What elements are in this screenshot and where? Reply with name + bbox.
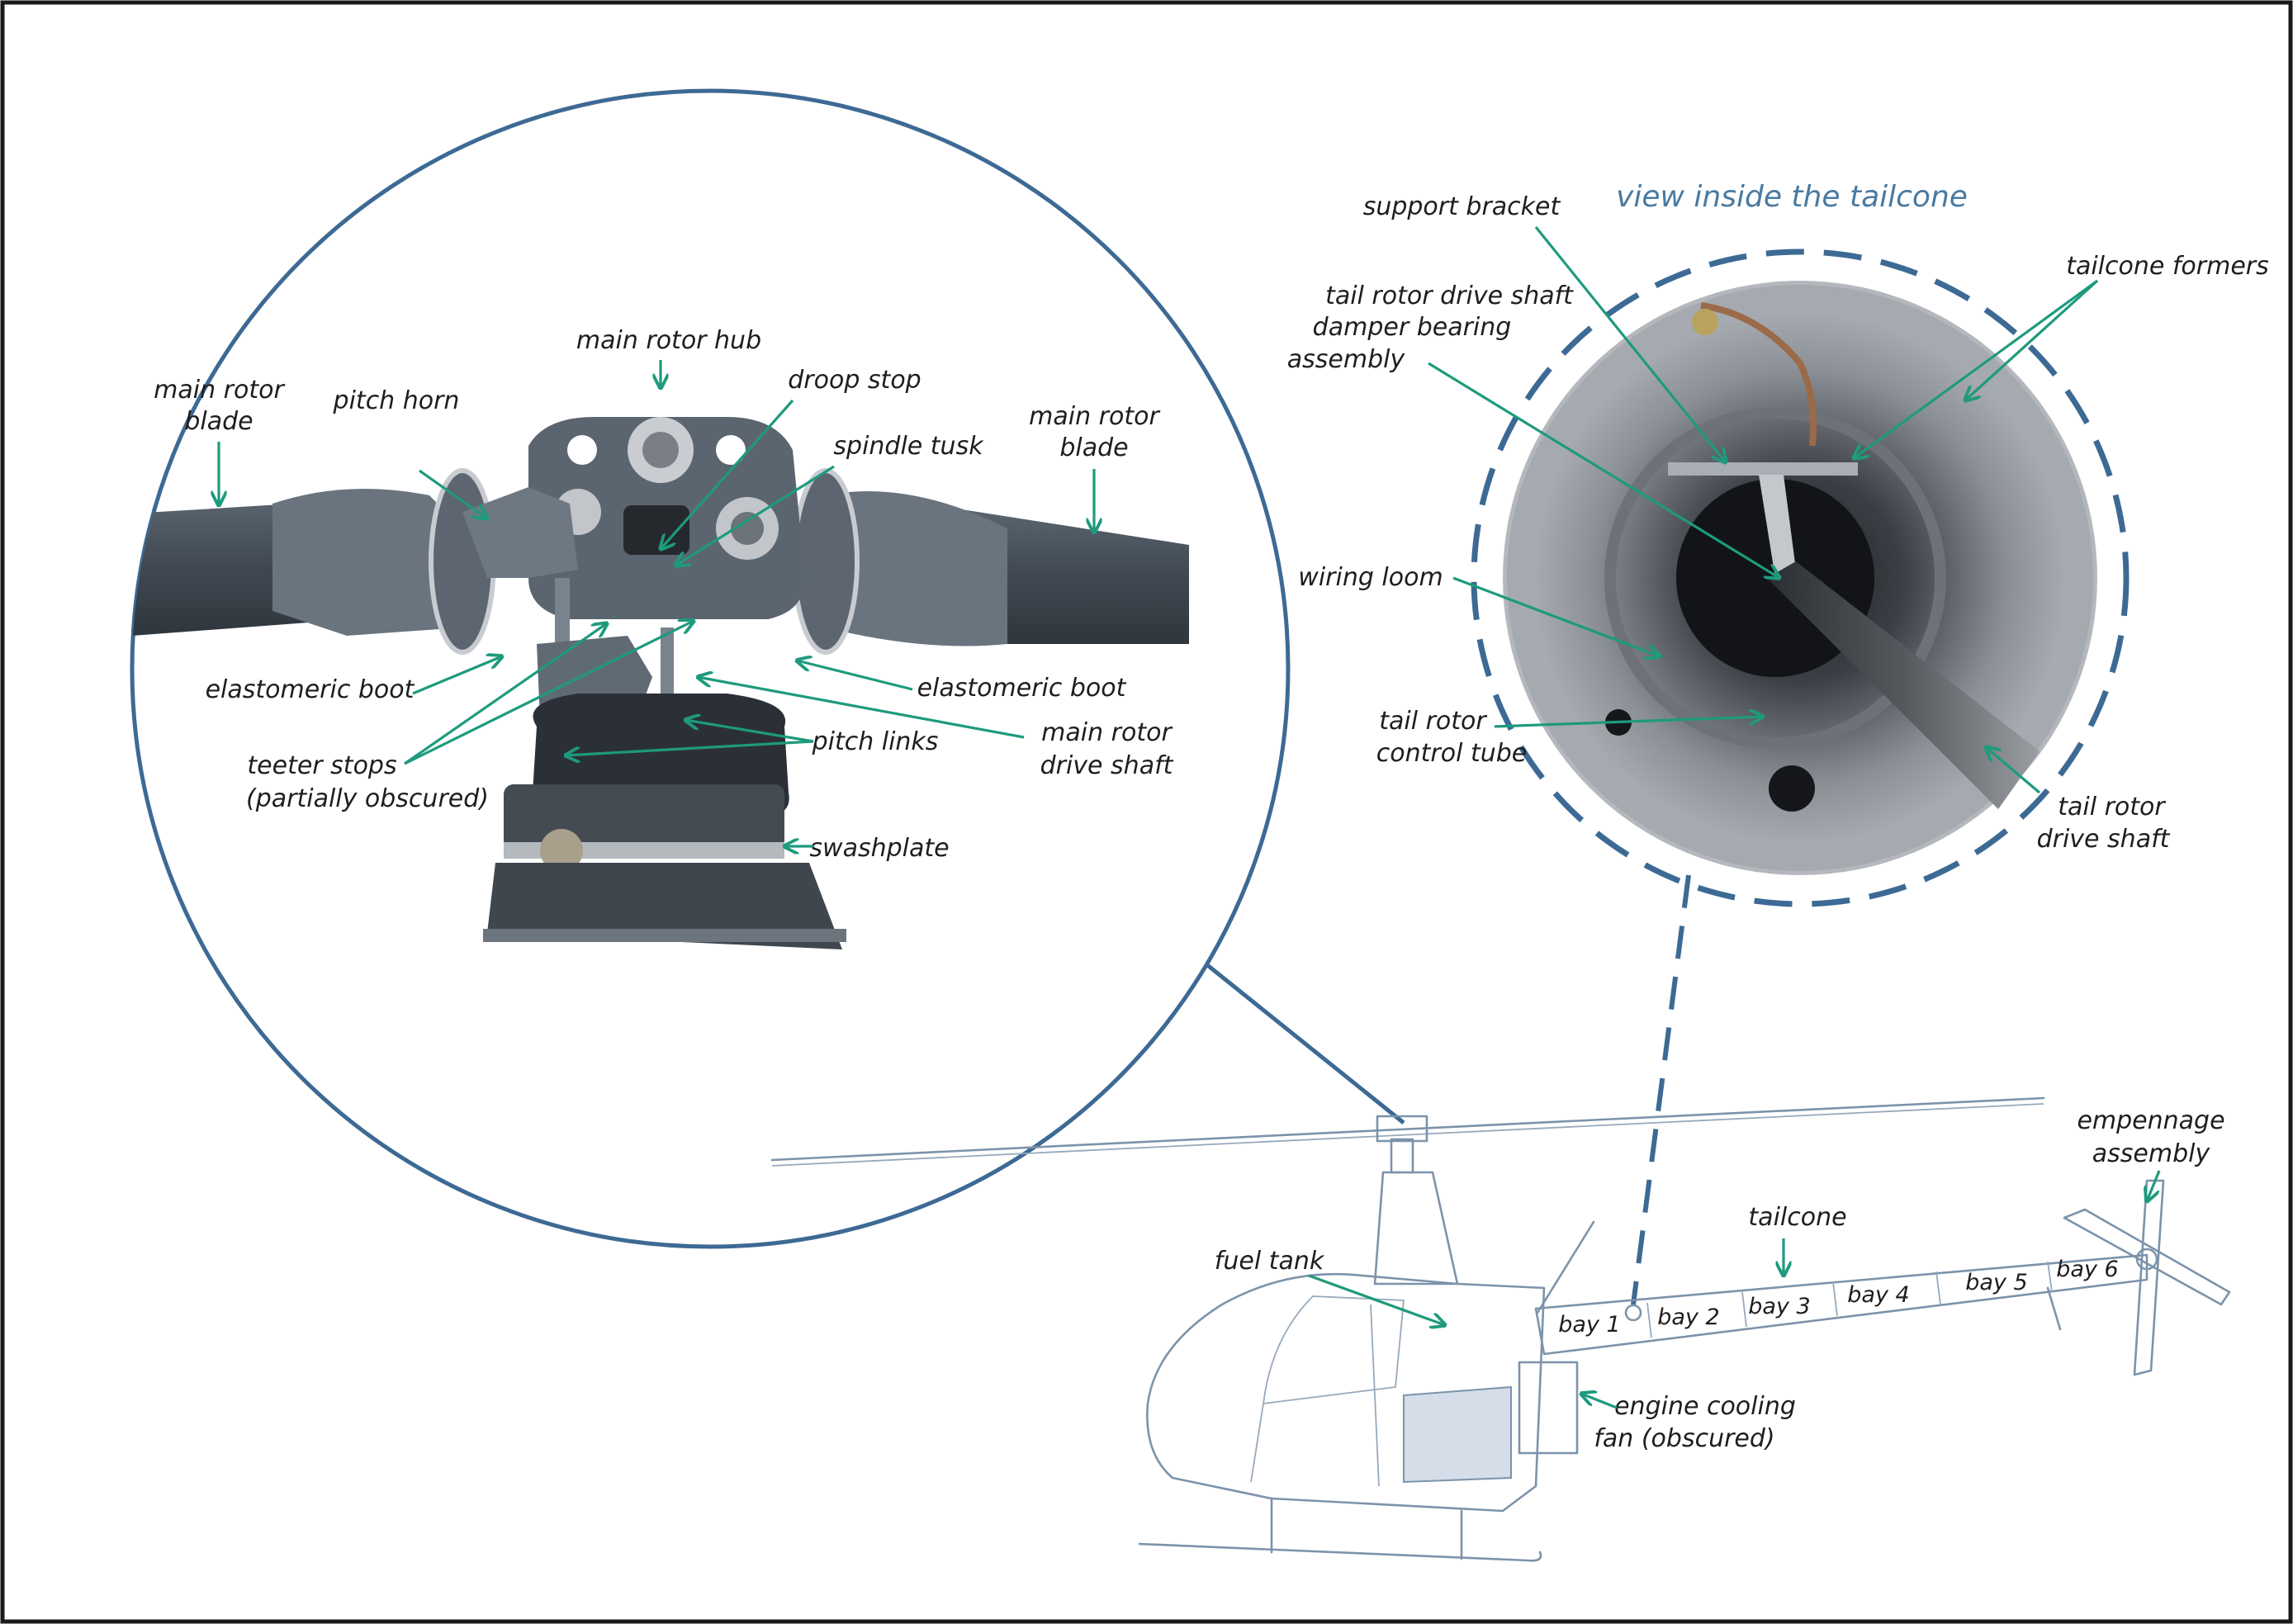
mast-fairing (1373, 1171, 1459, 1285)
helicopter-labels: empennage assembly tailcone fuel tank en… (1215, 1106, 2225, 1453)
tail-skid-stinger (2046, 1286, 2062, 1331)
label-support-bracket: support bracket (1363, 192, 1561, 221)
label-main-rotor-hub: main rotor hub (576, 326, 761, 355)
swash-rod-end (540, 829, 583, 872)
rotor-blade-line-lower (771, 1103, 2044, 1167)
label-main-rotor-blade-right-line1: main rotor (1029, 402, 1160, 431)
bearing-ring-right (792, 468, 860, 655)
label-main-rotor-blade-left-line2: blade (184, 407, 253, 436)
engine-panel (1403, 1385, 1512, 1484)
label-bay-5: bay 5 (1965, 1270, 2027, 1295)
tail-drive-shaft-shape (1767, 561, 2040, 809)
connector-knob (1692, 309, 1718, 335)
mini-hub (1376, 1115, 1428, 1143)
tailcone-dashed-circle (1471, 249, 2130, 907)
tailcone-labels: support bracket tail rotor drive shaft d… (1287, 192, 2269, 854)
tailcone-link-dashed (1631, 874, 1691, 1305)
label-damper-bearing-line2: damper bearing (1313, 313, 1512, 342)
cabin-outline (1146, 1272, 1546, 1513)
label-engine-cooling-line1: engine cooling (1614, 1392, 1796, 1421)
label-spindle-tusk: spindle tusk (833, 432, 984, 461)
label-bay-3: bay 3 (1748, 1294, 1810, 1319)
callout-connector-line (1171, 935, 1405, 1124)
wiring-tube (1700, 302, 1817, 447)
label-tail-drive-shaft-line2: drive shaft (2037, 825, 2171, 854)
vertical-fin (2133, 1179, 2165, 1376)
tail-rotor-blade (2063, 1208, 2231, 1306)
control-tube-end (1769, 765, 1815, 812)
hub-baseplate (483, 929, 846, 942)
label-damper-bearing-line1: tail rotor drive shaft (1325, 282, 1574, 310)
rotor-blade-line (770, 1096, 2045, 1162)
damper-bracket (1759, 475, 1796, 578)
label-engine-cooling-line2: fan (obscured) (1594, 1424, 1774, 1453)
label-main-rotor-blade-left-line1: main rotor (154, 376, 285, 405)
label-tail-drive-shaft-line1: tail rotor (2058, 793, 2166, 821)
hub-hole-left (567, 435, 597, 465)
label-elastomeric-boot-left: elastomeric boot (206, 675, 415, 704)
label-tailcone: tailcone (1748, 1203, 1846, 1232)
label-pitch-links: pitch links (812, 727, 939, 756)
label-empennage-line1: empennage (2077, 1106, 2224, 1135)
label-fuel-tank: fuel tank (1215, 1247, 1325, 1276)
engine-fan-housing (1518, 1361, 1579, 1455)
tail-rotor-hub (2135, 1248, 2158, 1271)
tailcone-boom (1534, 1253, 2149, 1356)
label-main-rotor-drive-shaft-line2: drive shaft (1040, 751, 1174, 780)
label-elastomeric-boot-right: elastomeric boot (917, 674, 1127, 703)
label-main-rotor-blade-right-line2: blade (1059, 433, 1128, 462)
blade-right-cuff (826, 491, 1007, 646)
tailcone-view-title: view inside the tailcone (1616, 180, 1968, 214)
label-control-tube-line1: tail rotor (1379, 707, 1487, 736)
label-empennage-line2: assembly (2092, 1139, 2211, 1168)
support-bracket-shape (1668, 462, 1858, 476)
label-wiring-loom: wiring loom (1298, 563, 1443, 592)
label-bay-4: bay 4 (1847, 1282, 1909, 1308)
label-damper-bearing-line3: assembly (1287, 345, 1406, 374)
door-frame (1250, 1304, 1380, 1487)
mini-mast (1390, 1138, 1414, 1174)
tailcone-view: view inside the tailcone (1471, 180, 2130, 907)
label-teeter-stops-line1: teeter stops (247, 751, 396, 780)
label-droop-stop: droop stop (788, 366, 921, 395)
label-teeter-stops-line2: (partially obscured) (246, 784, 489, 813)
hub-bolt-right-inner (731, 512, 764, 545)
inspection-eye (1624, 1304, 1642, 1322)
label-bay-1: bay 1 (1558, 1312, 1620, 1338)
label-tailcone-formers: tailcone formers (2066, 252, 2269, 281)
label-bay-2: bay 2 (1657, 1304, 1719, 1330)
blade-left-cuff (272, 489, 462, 636)
hub-base (487, 863, 842, 949)
hub-bolt-top-inner (642, 432, 679, 468)
label-bay-6: bay 6 (2056, 1257, 2118, 1282)
hub-window (623, 505, 689, 555)
skid-left (1138, 1542, 1542, 1562)
antenna (1536, 1220, 1595, 1314)
tailcone-former-ring (1507, 285, 2093, 871)
cabin-window (1262, 1295, 1405, 1405)
callout-circle (130, 88, 1291, 1249)
hub-hole-right (716, 435, 746, 465)
hub-callout (130, 88, 1405, 1249)
label-swashplate: swashplate (809, 834, 949, 863)
label-pitch-horn: pitch horn (333, 386, 460, 415)
label-control-tube-line2: control tube (1376, 739, 1527, 768)
hub-labels: main rotor blade pitch horn main rotor h… (154, 326, 1173, 863)
helicopter-drawing (770, 1096, 2231, 1562)
tailcone-inner-former (1604, 407, 1946, 749)
label-main-rotor-drive-shaft-line1: main rotor (1041, 718, 1173, 747)
